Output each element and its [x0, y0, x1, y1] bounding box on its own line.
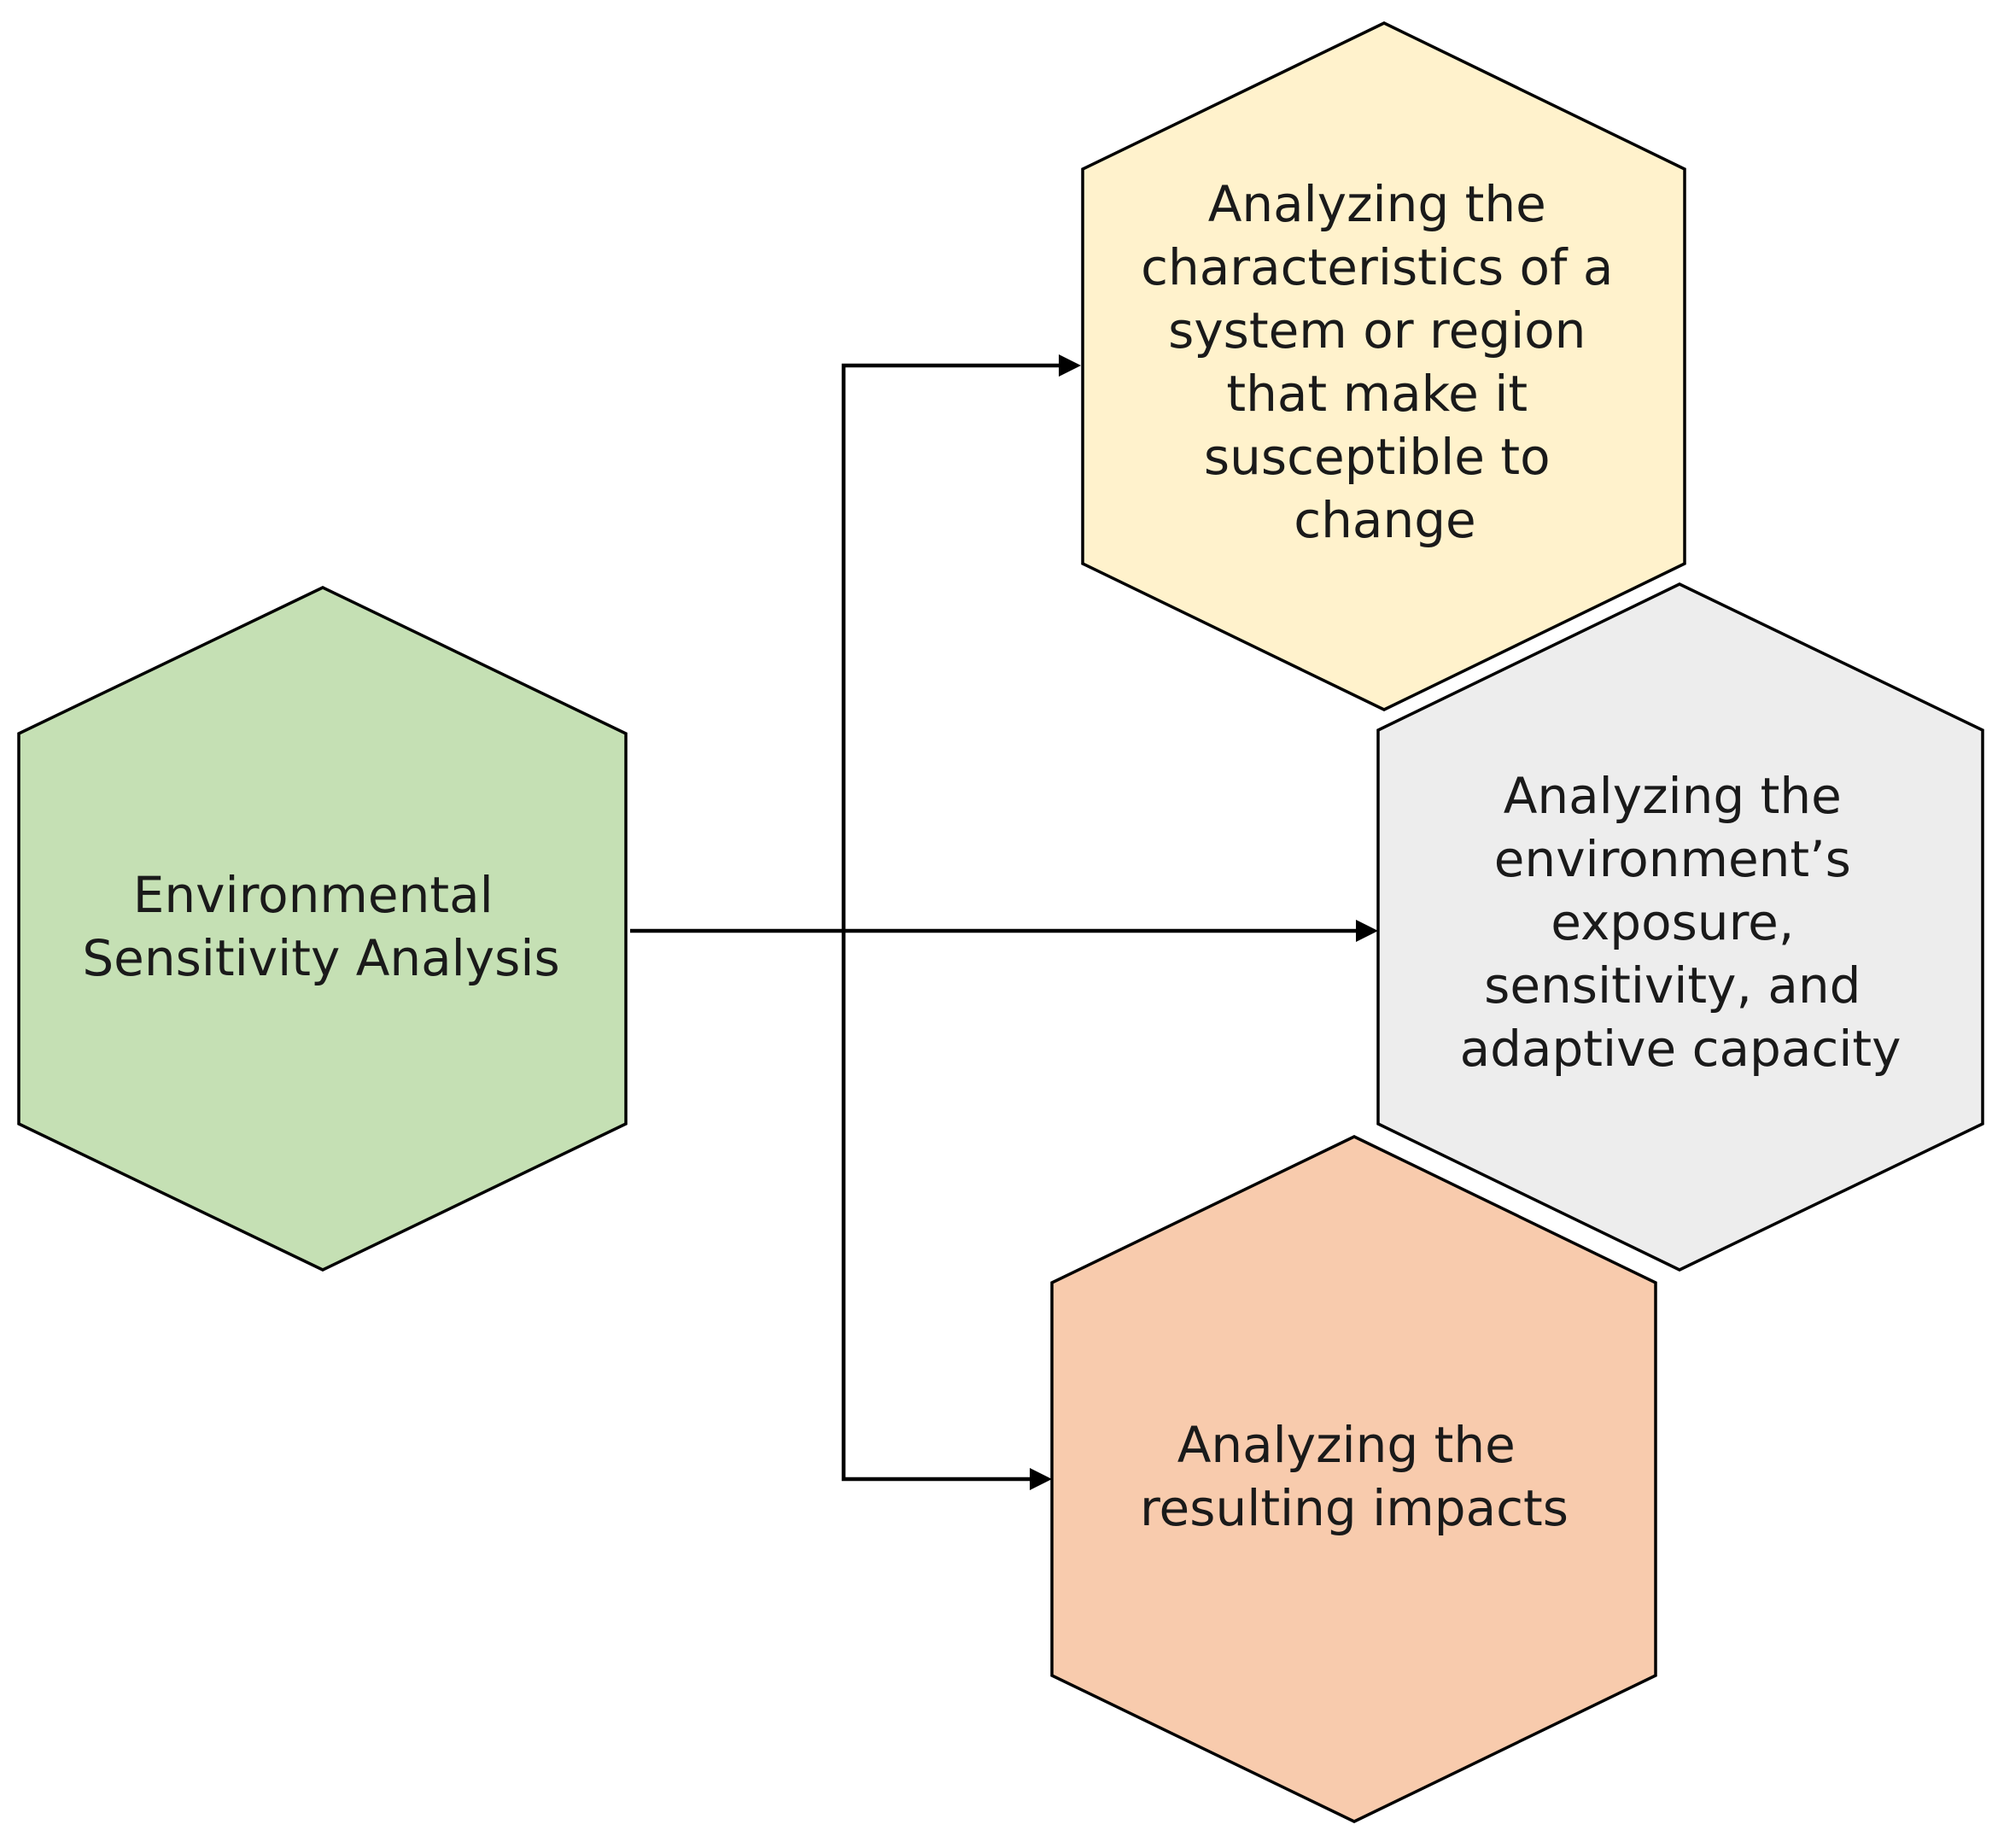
node-exposure: Analyzing the environment’s exposure, se…: [1376, 582, 1984, 1272]
impacts-label-line-1: Analyzing the: [1177, 1416, 1516, 1474]
root-label-line-2: Sensitivity Analysis: [82, 929, 559, 987]
arrowhead-impacts: [1030, 1468, 1052, 1490]
characteristics-label-line-2: characteristics of a: [1141, 238, 1613, 296]
exposure-label-line-5: adaptive capacity: [1460, 1020, 1902, 1078]
exposure-label-line-3: exposure,: [1551, 893, 1794, 951]
connector-root-to-characteristics: [841, 363, 1059, 931]
characteristics-label-line-4: that make it: [1226, 365, 1528, 423]
svg-text:Environmental Sensitivit: Environmental Sensitivity Analysis: [82, 866, 559, 987]
arrowhead-exposure: [1356, 920, 1378, 942]
node-impacts: Analyzing the resulting impacts: [1050, 1135, 1657, 1823]
hexagon-characteristics: [1081, 21, 1686, 711]
node-characteristics: Analyzing the characteristics of a syste…: [1081, 21, 1686, 711]
exposure-label-line-2: environment’s: [1494, 830, 1851, 888]
exposure-label-line-4: sensitivity, and: [1484, 956, 1861, 1015]
svg-text:Analyzing the characteri: Analyzing the characteristics of a syste…: [1141, 175, 1629, 549]
exposure-label-line-1: Analyzing the: [1504, 767, 1842, 825]
characteristics-label-line-6: change: [1294, 491, 1475, 549]
hexagon-exposure: [1376, 582, 1984, 1272]
characteristics-label-line-1: Analyzing the: [1208, 175, 1546, 233]
impacts-label-line-2: resulting impacts: [1140, 1479, 1569, 1537]
connectors: [630, 354, 1378, 1490]
characteristics-label-line-3: system or region: [1168, 301, 1586, 360]
svg-text:Analyzing the resulting: Analyzing the resulting impacts: [1140, 1416, 1569, 1537]
node-root: Environmental Sensitivity Analysis: [17, 586, 628, 1272]
connector-root-to-impacts: [841, 931, 1030, 1482]
hexagon-environmental-sensitivity-analysis: [17, 586, 628, 1272]
svg-text:Analyzing the environmen: Analyzing the environment’s exposure, se…: [1460, 767, 1902, 1078]
root-label-line-1: Environmental: [133, 866, 494, 924]
hexagon-impacts: [1050, 1135, 1657, 1823]
characteristics-label-line-5: susceptible to: [1204, 428, 1551, 486]
arrowhead-characteristics: [1059, 354, 1081, 377]
